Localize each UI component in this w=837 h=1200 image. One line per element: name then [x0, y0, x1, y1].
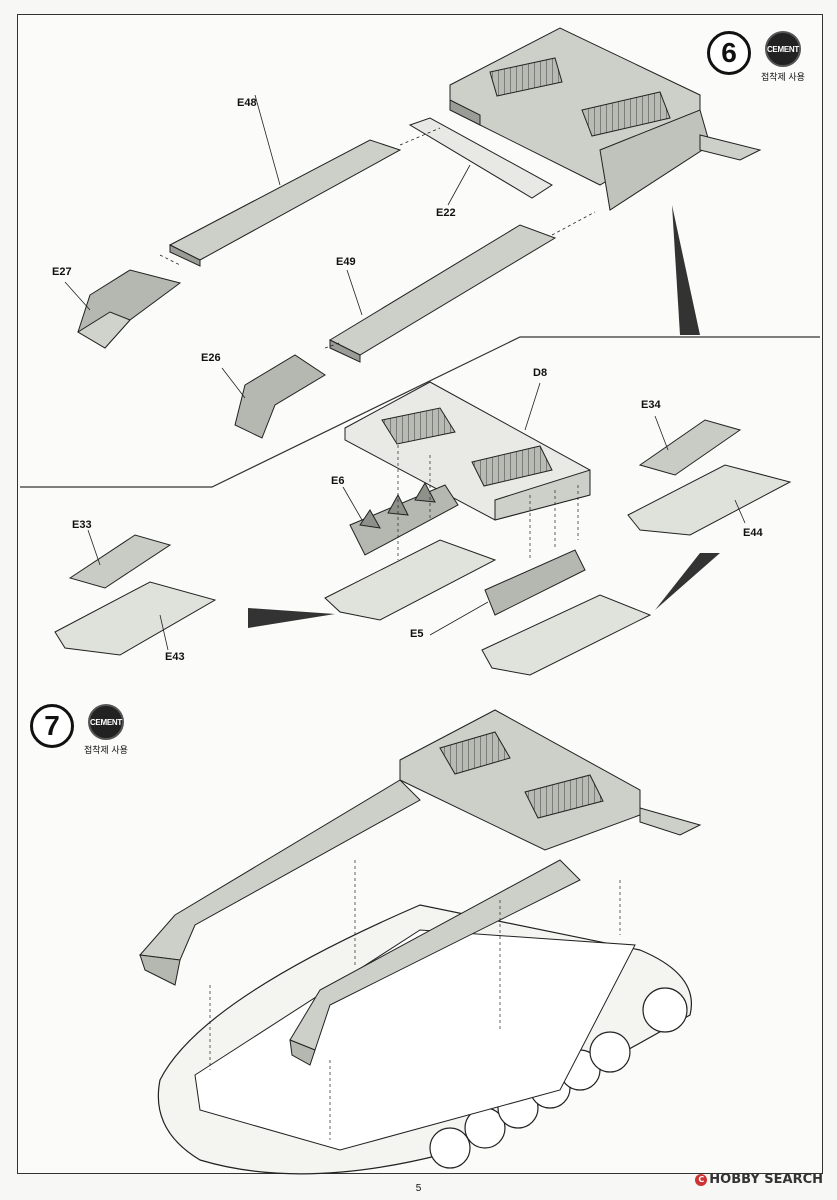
step-6-cement: CEMENT 접착제 사용: [761, 31, 805, 83]
label-d8: D8: [533, 367, 548, 379]
fender-right-step6: [481, 594, 652, 676]
watermark-text: HOBBY SEARCH: [709, 1172, 823, 1187]
inset-right-parts: [627, 415, 792, 536]
label-e34: E34: [641, 399, 661, 411]
part-e26: [221, 354, 326, 439]
label-e49: E49: [336, 256, 356, 268]
label-e26: E26: [201, 352, 221, 364]
step-7-cement: CEMENT 접착제 사용: [84, 704, 128, 756]
label-e6: E6: [331, 475, 345, 487]
label-e5: E5: [410, 628, 424, 640]
hull-assembly: [139, 709, 702, 1175]
cement-caption: 접착제 사용: [761, 72, 805, 82]
part-e5: [429, 549, 586, 636]
watermark-logo-icon: C: [695, 1173, 708, 1186]
cement-icon: CEMENT: [87, 704, 124, 740]
part-e22: [408, 117, 553, 206]
rear-deck-assembly: [449, 27, 762, 211]
part-e49: [328, 224, 557, 363]
pointer-arrow: [672, 205, 700, 335]
step-6-number: 6: [707, 31, 751, 75]
cement-icon: CEMENT: [764, 31, 801, 67]
step-6-badge: 6 CEMENT 접착제 사용: [707, 31, 805, 83]
inset-pointer-right: [655, 553, 720, 610]
part-e48: [168, 94, 402, 267]
step-7-badge: 7 CEMENT 접착제 사용: [30, 704, 128, 756]
part-e27: [64, 269, 182, 349]
assembly-arrows: [159, 127, 596, 349]
label-e43: E43: [165, 651, 185, 663]
divider-line: [20, 336, 820, 488]
label-e27: E27: [52, 266, 72, 278]
inset-left-parts: [54, 529, 217, 656]
leader-e48: [254, 94, 281, 186]
inset-pointer-left: [248, 608, 335, 628]
fender-left-step6: [324, 539, 497, 621]
part-e6: [342, 481, 459, 556]
page-number: 5: [415, 1183, 422, 1194]
cement-caption: 접착제 사용: [84, 745, 128, 755]
d8-arrows: [397, 445, 579, 560]
label-e44: E44: [743, 527, 763, 539]
label-e48: E48: [237, 97, 257, 109]
step-7-number: 7: [30, 704, 74, 748]
label-e22: E22: [436, 207, 456, 219]
part-d8: [344, 381, 591, 521]
label-e33: E33: [72, 519, 92, 531]
